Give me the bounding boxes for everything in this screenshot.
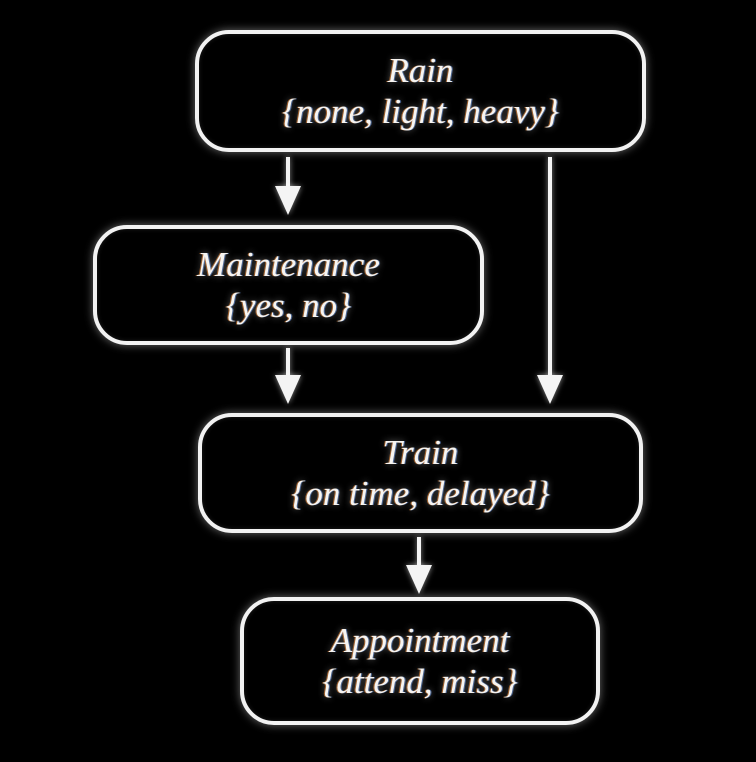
arrowhead-rain-maintenance (275, 186, 301, 215)
node-rain[interactable]: Rain {none, light, heavy} (195, 30, 646, 152)
node-maintenance[interactable]: Maintenance {yes, no} (93, 225, 484, 345)
node-rain-states: {none, light, heavy} (282, 92, 559, 131)
node-maintenance-name: Maintenance (197, 244, 380, 284)
node-train-name: Train (382, 432, 459, 472)
arrowhead-maintenance-train (275, 375, 301, 404)
node-appointment-name: Appointment (330, 620, 510, 660)
node-train[interactable]: Train {on time, delayed} (198, 413, 643, 533)
node-rain-name: Rain (387, 50, 454, 90)
arrowhead-rain-train (537, 375, 563, 404)
arrowhead-train-appointment (406, 565, 432, 594)
node-maintenance-states: {yes, no} (225, 286, 352, 325)
node-train-states: {on time, delayed} (291, 474, 550, 513)
node-appointment-states: {attend, miss} (322, 662, 518, 701)
node-appointment[interactable]: Appointment {attend, miss} (240, 597, 600, 725)
